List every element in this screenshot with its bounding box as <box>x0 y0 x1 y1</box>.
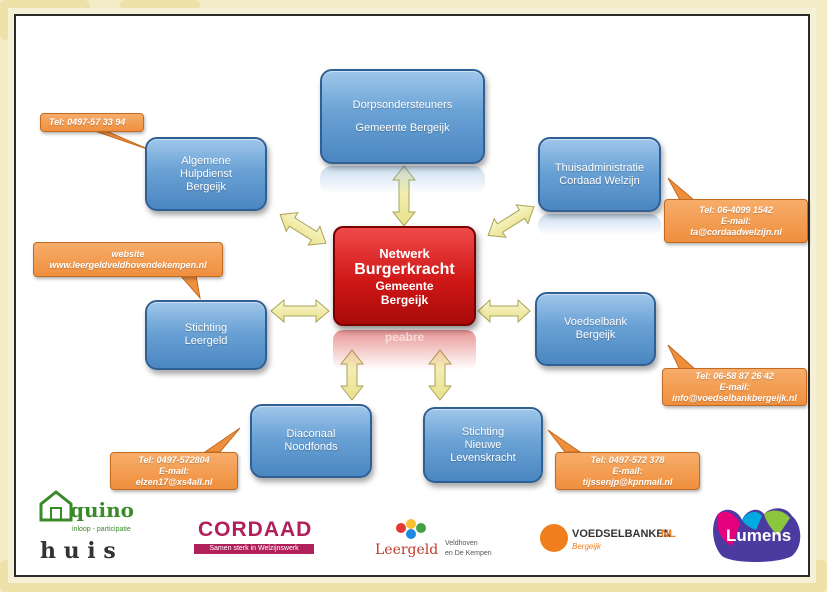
callout-line: tijssenjp@kpnmail.nl <box>582 476 673 487</box>
center-line2: Burgerkracht <box>354 260 455 278</box>
callout-line: Tel: 06-58 87 26 42 <box>695 370 774 381</box>
node-levenskracht: Stichting Nieuwe Levenskracht <box>423 407 543 483</box>
node-line: Stichting <box>184 322 228 334</box>
cordaad-tagline: Samen sterk in Welzijnswerk <box>194 544 314 554</box>
arrow-hulp-center <box>279 212 327 246</box>
callout-line: ta@cordaadwelzijn.nl <box>690 226 782 237</box>
arrow-center-levens <box>427 349 453 401</box>
node-thuisadministratie: Thuisadministratie Cordaad Welzijn <box>538 137 661 212</box>
node-line: Leergeld <box>184 335 228 347</box>
callout-line: E-mail: <box>719 381 750 392</box>
callout-tail-hulp <box>91 129 151 151</box>
aquino-tagline: inloop - participatie <box>72 526 131 533</box>
node-dorpsondersteuners: Dorpsondersteuners Gemeente Bergeijk <box>320 69 485 164</box>
lumens-logo: Lumens <box>712 506 808 564</box>
callout-line: info@voedselbankbergeijk.nl <box>672 392 797 403</box>
callout-line: Tel: 0497-572804 <box>138 454 210 465</box>
lumens-shape-icon <box>713 508 801 562</box>
leergeld-sub2: en De Kempen <box>445 550 492 557</box>
callout-tail-voedsel <box>667 344 698 371</box>
leergeld-sub1: Veldhoven <box>445 540 478 547</box>
center-line3: Gemeente <box>375 278 434 293</box>
callout-voedselbank: Tel: 06-58 87 26 42 E-mail: info@voedsel… <box>662 368 807 406</box>
callout-levenskracht: Tel: 0497-572 378 E-mail: tijssenjp@kpnm… <box>555 452 700 490</box>
callout-line: website <box>111 248 145 259</box>
node-line: Voedselbank <box>564 316 627 328</box>
aquino-word: quino <box>70 498 135 522</box>
leergeld-logo: Leergeld Veldhoven en De Kempen <box>375 518 495 564</box>
callout-tail-leergeld <box>178 274 201 300</box>
node-line: Bergeijk <box>575 329 616 341</box>
callout-thuisadministratie: Tel: 06-4099 1542 E-mail: ta@cordaadwelz… <box>664 199 808 243</box>
node-hulpdienst: Algemene Hulpdienst Bergeijk <box>145 137 267 211</box>
callout-line: Tel: 0497-57 33 94 <box>49 117 126 127</box>
voedselbanken-logo: VOEDSELBANKEN .NL Bergeijk <box>540 522 690 562</box>
node-line: Stichting <box>461 425 505 438</box>
cordaad-word: CORDAAD <box>198 518 313 541</box>
voedselbanken-sub: Bergeijk <box>572 542 601 551</box>
arrow-center-thuis <box>487 204 535 238</box>
voedselbanken-icon <box>540 524 568 552</box>
callout-tail-thuis <box>667 177 696 201</box>
callout-leergeld: website www.leergeldveldhovendekempen.nl <box>33 242 223 277</box>
callout-diaconaal: Tel: 0497-572804 E-mail: elzen17@xs4all.… <box>110 452 238 490</box>
node-line: Thuisadministratie <box>554 161 645 174</box>
center-node: Netwerk Burgerkracht Gemeente Bergeijk <box>333 226 476 326</box>
callout-tail-diaconaal <box>203 427 241 453</box>
callout-line: Tel: 06-4099 1542 <box>699 204 773 215</box>
voedselbanken-word: VOEDSELBANKEN <box>572 528 672 540</box>
lumens-word: Lumens <box>726 526 792 545</box>
node-leergeld: Stichting Leergeld <box>145 300 267 370</box>
callout-line: E-mail: <box>612 465 643 476</box>
house-icon <box>39 490 73 522</box>
callout-line: Tel: 0497-572 378 <box>590 454 665 465</box>
arrow-leergeld-center <box>270 298 330 324</box>
node-line: Noodfonds <box>284 441 338 453</box>
callout-line: elzen17@xs4all.nl <box>135 476 213 487</box>
node-line: Hulpdienst <box>180 167 232 180</box>
arrow-center-diaconaal <box>339 349 365 401</box>
node-line: Cordaad Welzijn <box>559 174 640 187</box>
node-line: Diaconaal <box>286 428 336 440</box>
node-reflection <box>320 166 485 194</box>
aquino-huis: h u i s <box>40 538 116 564</box>
colorful-dots-icon <box>396 519 426 539</box>
aquino-logo: quino inloop - participatie h u i s <box>36 488 135 568</box>
callout-line: E-mail: <box>158 465 189 476</box>
callout-hulpdienst: Tel: 0497-57 33 94 <box>40 113 144 132</box>
node-voedselbank: Voedselbank Bergeijk <box>535 292 656 366</box>
center-reflection-text: peabre <box>384 330 425 344</box>
callout-line: E-mail: <box>720 215 751 226</box>
center-reflection: peabre <box>333 330 476 370</box>
center-line4: Bergeijk <box>380 292 429 307</box>
node-line: Bergeijk <box>186 180 226 193</box>
node-reflection <box>538 214 661 236</box>
cordaad-logo: CORDAAD Samen sterk in Welzijnswerk <box>194 518 314 558</box>
node-line: Nieuwe <box>464 438 502 451</box>
voedselbanken-suffix: .NL <box>658 528 676 540</box>
callout-tail-levens <box>547 429 582 453</box>
node-line: Gemeente Bergeijk <box>355 121 450 134</box>
center-line1: Netwerk <box>379 245 430 261</box>
node-diaconaal: Diaconaal Noodfonds <box>250 404 372 478</box>
node-line: Dorpsondersteuners <box>352 98 453 111</box>
node-line: Algemene <box>181 154 231 167</box>
arrow-center-voedsel <box>477 298 531 324</box>
node-line: Levenskracht <box>450 451 516 464</box>
leergeld-word: Leergeld <box>375 542 439 558</box>
callout-line: www.leergeldveldhovendekempen.nl <box>49 259 207 270</box>
